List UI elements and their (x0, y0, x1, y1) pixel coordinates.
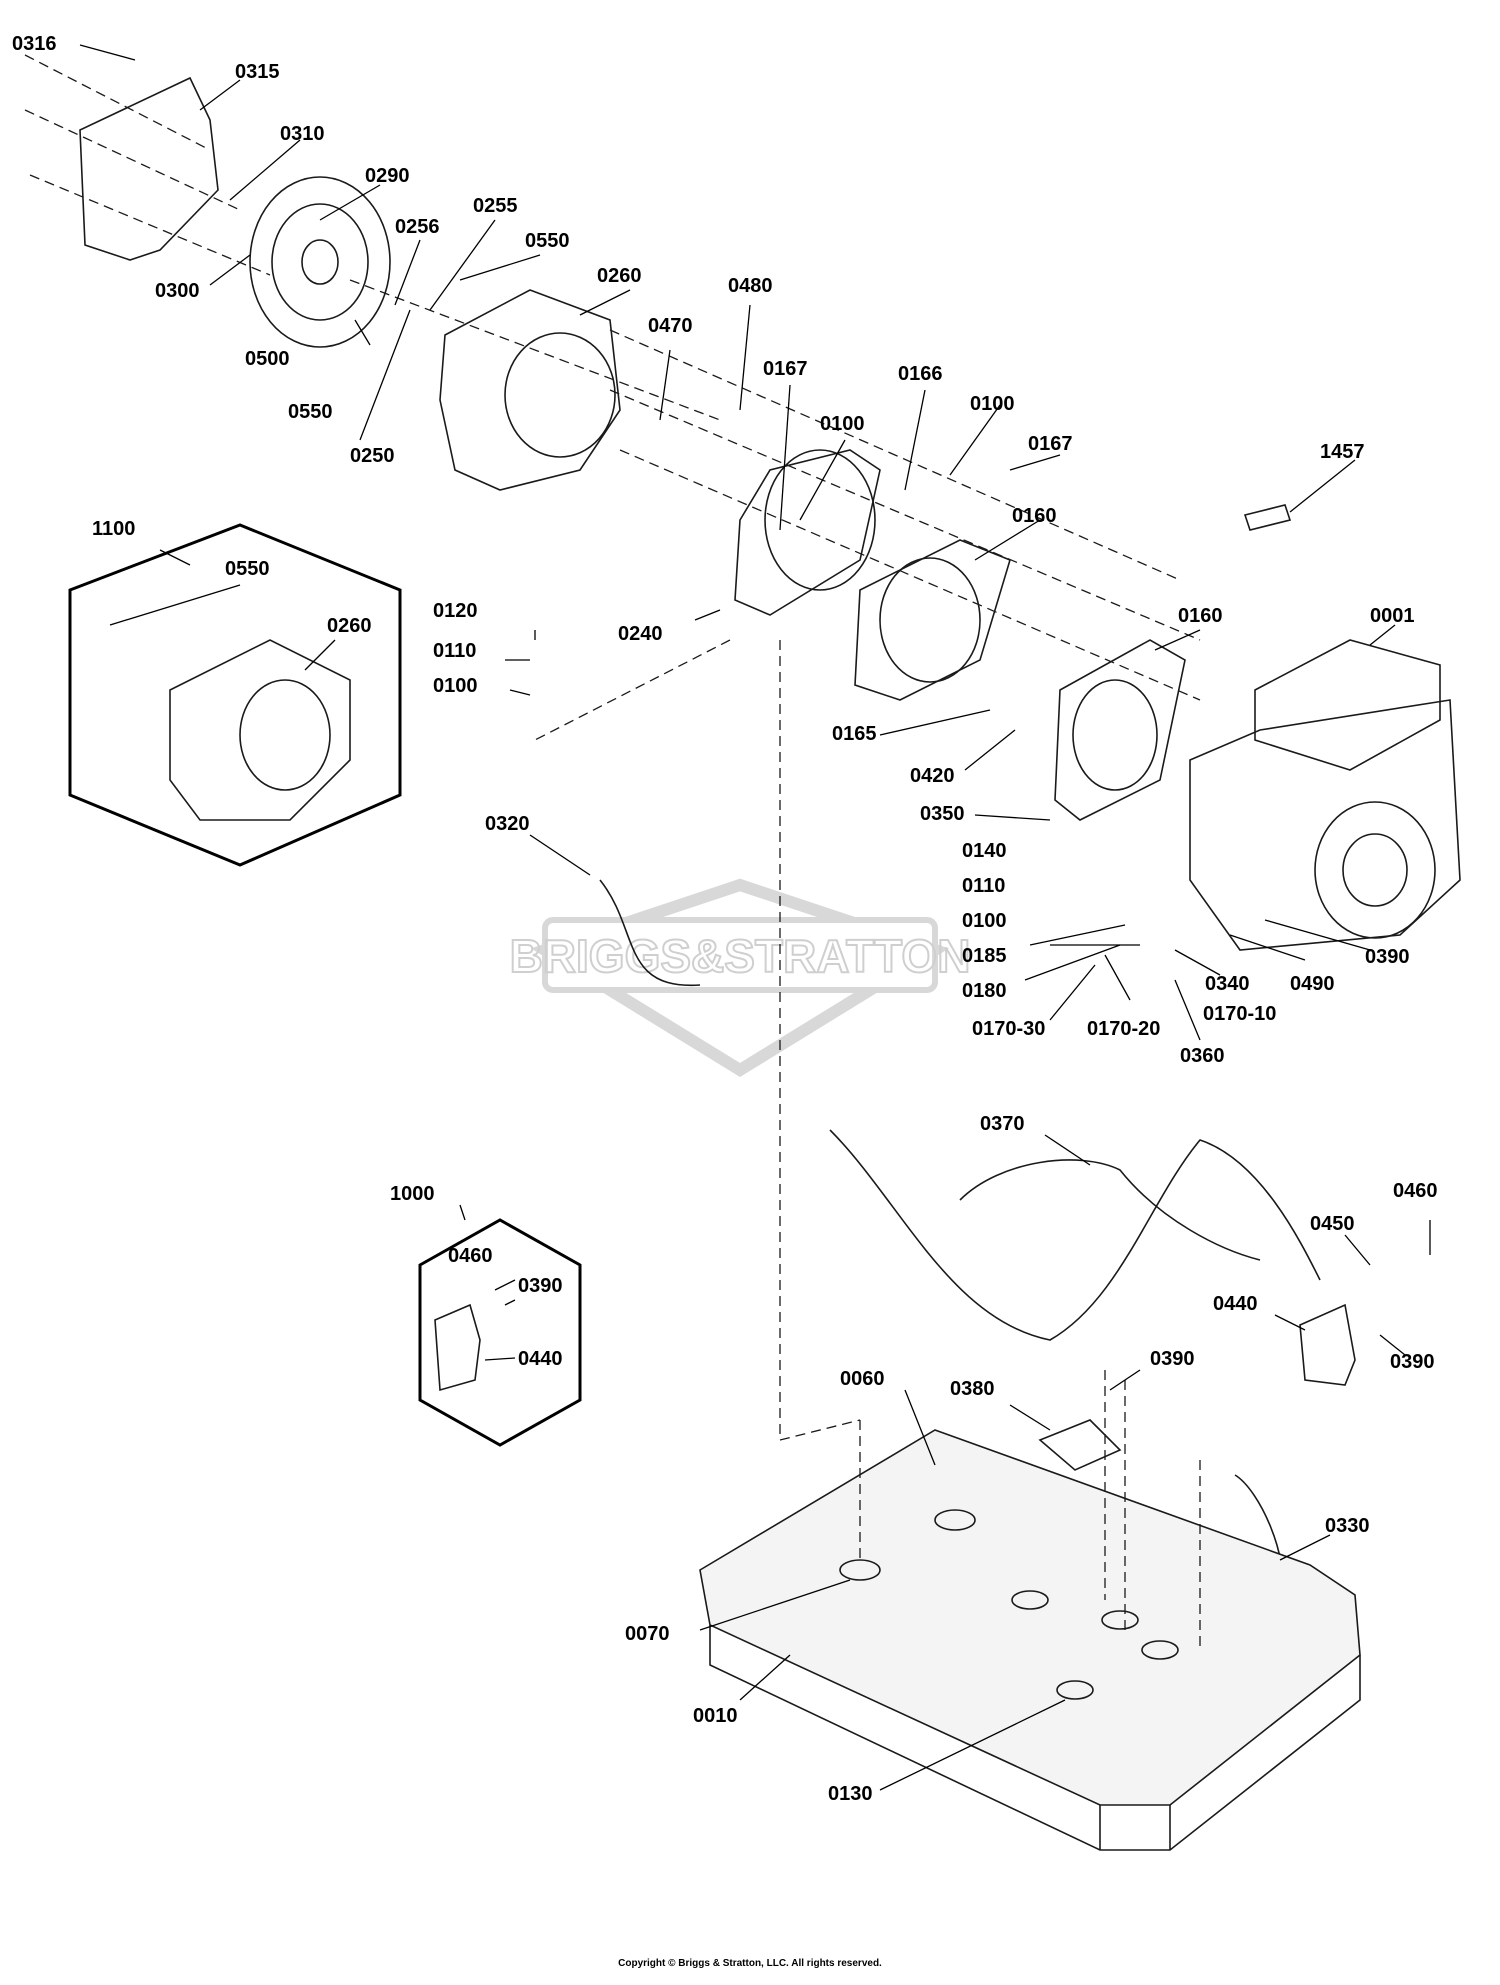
callout-0380: 0380 (950, 1378, 995, 1400)
stator-housing (734, 449, 881, 616)
cooling-fan (249, 176, 391, 348)
mount-rear-right (1101, 1610, 1139, 1630)
callout-0260-fan: 0260 (597, 265, 642, 287)
callout-0167-right: 0167 (1028, 433, 1073, 455)
callout-0550-detail: 0550 (225, 558, 270, 580)
callout-0160-adapter: 0160 (1178, 605, 1223, 627)
callout-1457: 1457 (1320, 441, 1365, 463)
callout-0180: 0180 (962, 980, 1007, 1002)
callout-0010: 0010 (693, 1705, 738, 1727)
callout-0390-detail: 0390 (518, 1275, 563, 1297)
base-frame (699, 1429, 1361, 1851)
callout-0170-30: 0170-30 (972, 1018, 1045, 1040)
fan-housing (439, 289, 621, 491)
callout-0290: 0290 (365, 165, 410, 187)
callout-0070: 0070 (625, 1623, 670, 1645)
mount-rear-left (1011, 1590, 1049, 1610)
mount-front-right (1141, 1640, 1179, 1660)
callout-0100-right: 0100 (970, 393, 1015, 415)
assembly-lines (24, 54, 1201, 1650)
callout-0060: 0060 (840, 1368, 885, 1390)
rotor-plate (854, 539, 1011, 701)
callout-0110-engine: 0110 (962, 875, 1005, 897)
callout-0130: 0130 (828, 1783, 873, 1805)
callout-0330: 0330 (1325, 1515, 1370, 1537)
wiring-harness (829, 1129, 1321, 1341)
callout-0165: 0165 (832, 723, 877, 745)
callout-0250: 0250 (350, 445, 395, 467)
callout-0166: 0166 (898, 363, 943, 385)
callout-0310: 0310 (280, 123, 325, 145)
callout-0360: 0360 (1180, 1045, 1225, 1067)
callout-0167-left: 0167 (763, 358, 808, 380)
callout-0100-engine: 0100 (962, 910, 1007, 932)
callout-0001: 0001 (1370, 605, 1415, 627)
callout-0240: 0240 (618, 623, 663, 645)
bracket-1457 (1243, 504, 1292, 531)
detail-box-1100 (68, 523, 402, 867)
callout-0480: 0480 (728, 275, 773, 297)
callout-0390-engine: 0390 (1365, 946, 1410, 968)
callout-0390-harness: 0390 (1390, 1351, 1435, 1373)
callout-0185: 0185 (962, 945, 1007, 967)
callout-0140: 0140 (962, 840, 1007, 862)
bracket-0440 (1299, 1303, 1356, 1386)
callout-0460-detail: 0460 (448, 1245, 493, 1267)
callout-0170-10: 0170-10 (1203, 1003, 1276, 1025)
callout-1100: 1100 (92, 518, 135, 540)
callout-0450: 0450 (1310, 1213, 1355, 1235)
callout-0390-base: 0390 (1150, 1348, 1195, 1370)
watermark-logo: BRIGGS&STRATTON (509, 878, 971, 1078)
mount-0060 (934, 1509, 976, 1531)
copyright-notice: Copyright © Briggs & Stratton, LLC. All … (618, 1958, 882, 1969)
callout-0110-loose: 0110 (433, 640, 476, 662)
callout-0100-stator: 0100 (820, 413, 865, 435)
callout-0370: 0370 (980, 1113, 1025, 1135)
callout-0470: 0470 (648, 315, 693, 337)
callout-0170-20: 0170-20 (1087, 1018, 1160, 1040)
engine-assembly (1189, 639, 1461, 951)
callout-0256: 0256 (395, 216, 440, 238)
callout-0500: 0500 (245, 348, 290, 370)
fan-housing-detail (169, 639, 351, 821)
callout-0550-lower: 0550 (288, 401, 333, 423)
callout-labels: 0316 0315 0310 0290 0300 0256 0255 0550 … (12, 33, 1438, 1805)
leader-lines (79, 44, 1431, 1791)
bracket-0380 (1038, 1419, 1122, 1471)
mount-0070 (839, 1559, 881, 1581)
wiring-harness-branch (959, 1159, 1261, 1261)
rear-shroud-plate (79, 76, 219, 261)
callout-0260-detail: 0260 (327, 615, 372, 637)
callout-0100-loose: 0100 (433, 675, 478, 697)
callout-0490: 0490 (1290, 973, 1335, 995)
wire-0320 (599, 879, 701, 986)
callout-0350: 0350 (920, 803, 965, 825)
callout-0420: 0420 (910, 765, 955, 787)
callout-0460-harness: 0460 (1393, 1180, 1438, 1202)
bracket-0440-detail (434, 1303, 481, 1392)
callout-0255: 0255 (473, 195, 518, 217)
callout-0550-fan: 0550 (525, 230, 570, 252)
watermark-text: BRIGGS&STRATTON (510, 930, 971, 982)
callout-0440-harness: 0440 (1213, 1293, 1258, 1315)
callout-0160-rotor: 0160 (1012, 505, 1057, 527)
callout-0440-detail: 0440 (518, 1348, 563, 1370)
callout-0320: 0320 (485, 813, 530, 835)
detail-box-1000 (418, 1218, 582, 1447)
callout-0315: 0315 (235, 61, 280, 83)
callout-0340: 0340 (1205, 973, 1250, 995)
callout-0120: 0120 (433, 600, 478, 622)
callout-0316: 0316 (12, 33, 57, 55)
callout-0300: 0300 (155, 280, 200, 302)
callout-1000: 1000 (390, 1183, 435, 1205)
mount-0130 (1056, 1680, 1094, 1700)
adapter-plate (1054, 639, 1186, 821)
